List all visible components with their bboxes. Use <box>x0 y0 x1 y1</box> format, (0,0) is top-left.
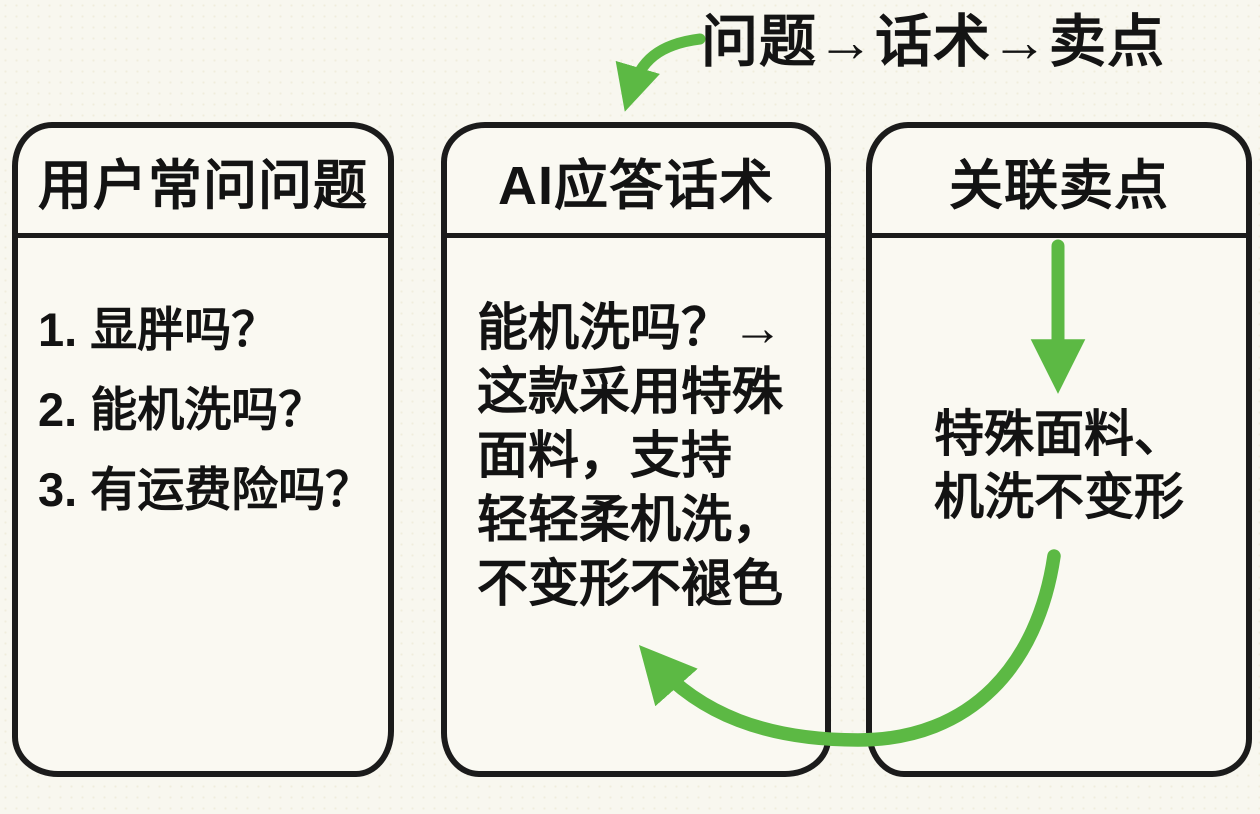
flow-title: 问题→话术→卖点 <box>701 10 1165 74</box>
script-line-4: 轻轻柔机洗， <box>477 491 784 548</box>
card-ai-script-body: 能机洗吗？→ 这款采用特殊 面料，支持 轻轻柔机洗， 不变形不褪色 <box>447 238 825 771</box>
question-item-2: 2. 能机洗吗？ <box>38 383 326 436</box>
question-item-3: 3. 有运费险吗？ <box>38 463 373 516</box>
card-selling-points-title: 关联卖点 <box>872 128 1246 238</box>
card-selling-points: 关联卖点 特殊面料、 机洗不变形 <box>866 122 1252 777</box>
card-selling-points-body: 特殊面料、 机洗不变形 <box>872 238 1246 771</box>
card-user-questions-title: 用户常问问题 <box>18 128 388 238</box>
curved-arrow-down-left-icon <box>615 33 706 112</box>
selling-point-line-2: 机洗不变形 <box>934 469 1184 525</box>
card-user-questions-body: 1. 显胖吗？ 2. 能机洗吗？ 3. 有运费险吗？ <box>18 238 388 771</box>
script-line-2: 这款采用特殊 <box>477 363 784 420</box>
card-ai-script: AI应答话术 能机洗吗？→ 这款采用特殊 面料，支持 轻轻柔机洗， 不变形不褪色 <box>441 122 831 777</box>
script-line-3: 面料，支持 <box>477 427 733 484</box>
selling-point-line-1: 特殊面料、 <box>934 406 1184 462</box>
script-line-1: 能机洗吗？→ <box>477 299 784 356</box>
question-item-1: 1. 显胖吗？ <box>38 303 279 356</box>
card-ai-script-title: AI应答话术 <box>447 128 825 238</box>
script-line-5: 不变形不褪色 <box>477 555 784 612</box>
card-user-questions: 用户常问问题 1. 显胖吗？ 2. 能机洗吗？ 3. 有运费险吗？ <box>12 122 394 777</box>
